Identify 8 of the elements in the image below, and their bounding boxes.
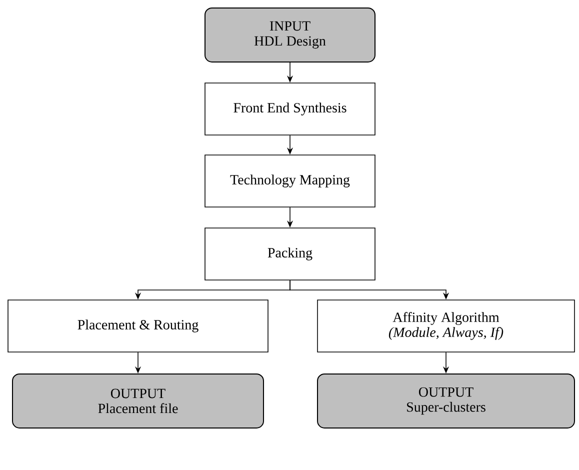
process-box: Placement & Routing [8, 300, 268, 352]
process-box: Technology Mapping [204, 154, 376, 208]
process-box: Front End Synthesis [204, 82, 376, 136]
terminal-box: OUTPUT Super-clusters [317, 373, 575, 428]
terminal-box: OUTPUT Placement file [12, 373, 264, 428]
process-box: Packing [204, 228, 376, 280]
process-box: Affinity Algorithm (Module, Always, If) [317, 300, 575, 352]
terminal-box: INPUT HDL Design [204, 8, 376, 62]
